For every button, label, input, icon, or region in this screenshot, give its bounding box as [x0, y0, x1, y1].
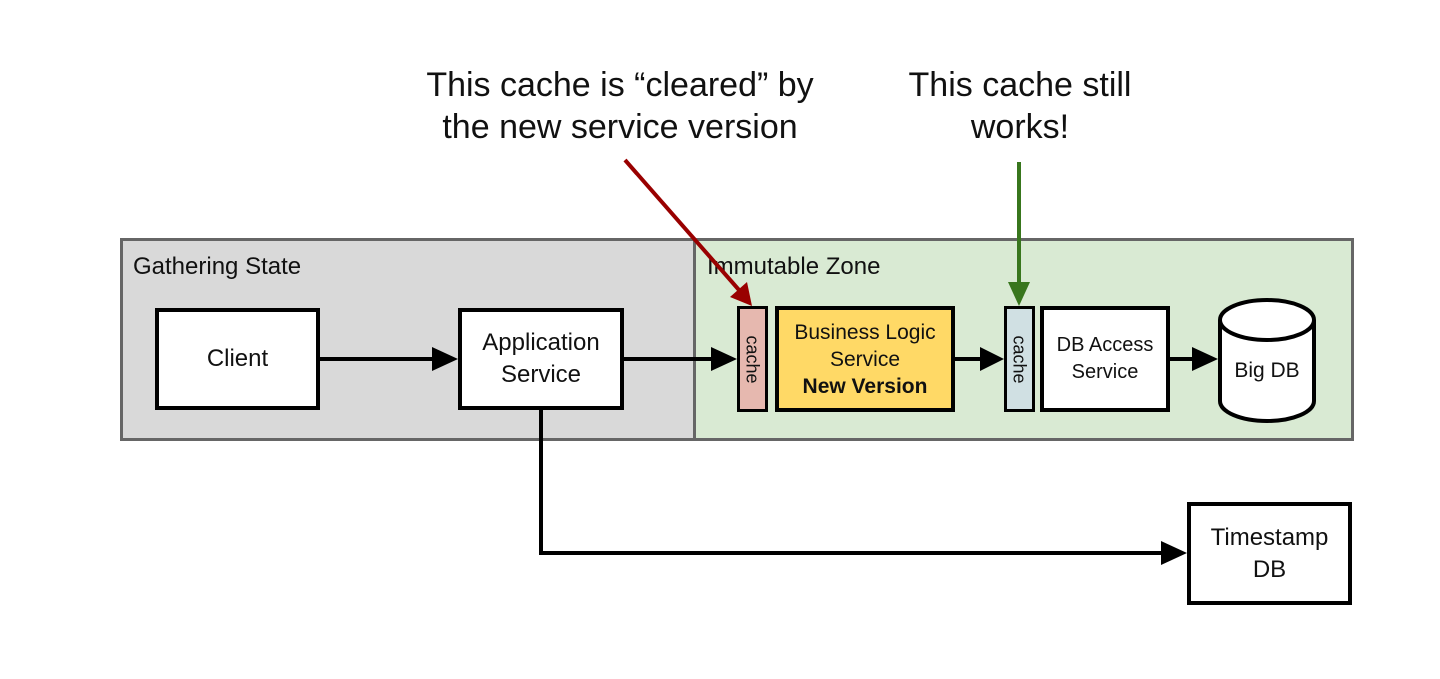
business-logic-label-line1: Business Logic [794, 320, 936, 344]
annotation-cache-works: This cache still works! [880, 64, 1160, 148]
big-db-label: Big DB [1234, 359, 1300, 382]
client-box: Client [155, 308, 320, 410]
annotation-cache-cleared: This cache is “cleared” by the new servi… [400, 64, 840, 148]
client-label: Client [206, 345, 269, 372]
application-service-label-line1: Application [482, 329, 600, 356]
cache-2-label: cache [1010, 334, 1031, 384]
annotation-cache-cleared-line1: This cache is “cleared” by [426, 66, 814, 104]
timestamp-db-label-line2: DB [1252, 555, 1287, 583]
cache-2: cache [1004, 306, 1035, 412]
annotation-cache-cleared-line2: the new service version [442, 108, 798, 146]
db-access-service-box: DB Access Service [1040, 306, 1170, 412]
cache-1: cache [737, 306, 768, 412]
business-logic-service-box: Business Logic Service New Version [775, 306, 955, 412]
immutable-zone-label: Immutable Zone [707, 253, 881, 280]
annotation-cache-works-line1: This cache still [908, 66, 1132, 104]
business-logic-label-line2: Service [829, 347, 901, 371]
timestamp-db-label-line1: Timestamp [1210, 523, 1329, 551]
gathering-state-label: Gathering State [133, 253, 302, 280]
cache-1-label: cache [743, 334, 764, 384]
annotation-cache-works-line2: works! [970, 108, 1070, 146]
db-access-label-line2: Service [1071, 361, 1139, 383]
application-service-label-line2: Service [500, 361, 581, 388]
business-logic-version-label: New Version [802, 374, 928, 398]
timestamp-db-box: Timestamp DB [1187, 502, 1352, 605]
db-access-label-line1: DB Access [1056, 334, 1154, 356]
application-service-box: Application Service [458, 308, 624, 410]
